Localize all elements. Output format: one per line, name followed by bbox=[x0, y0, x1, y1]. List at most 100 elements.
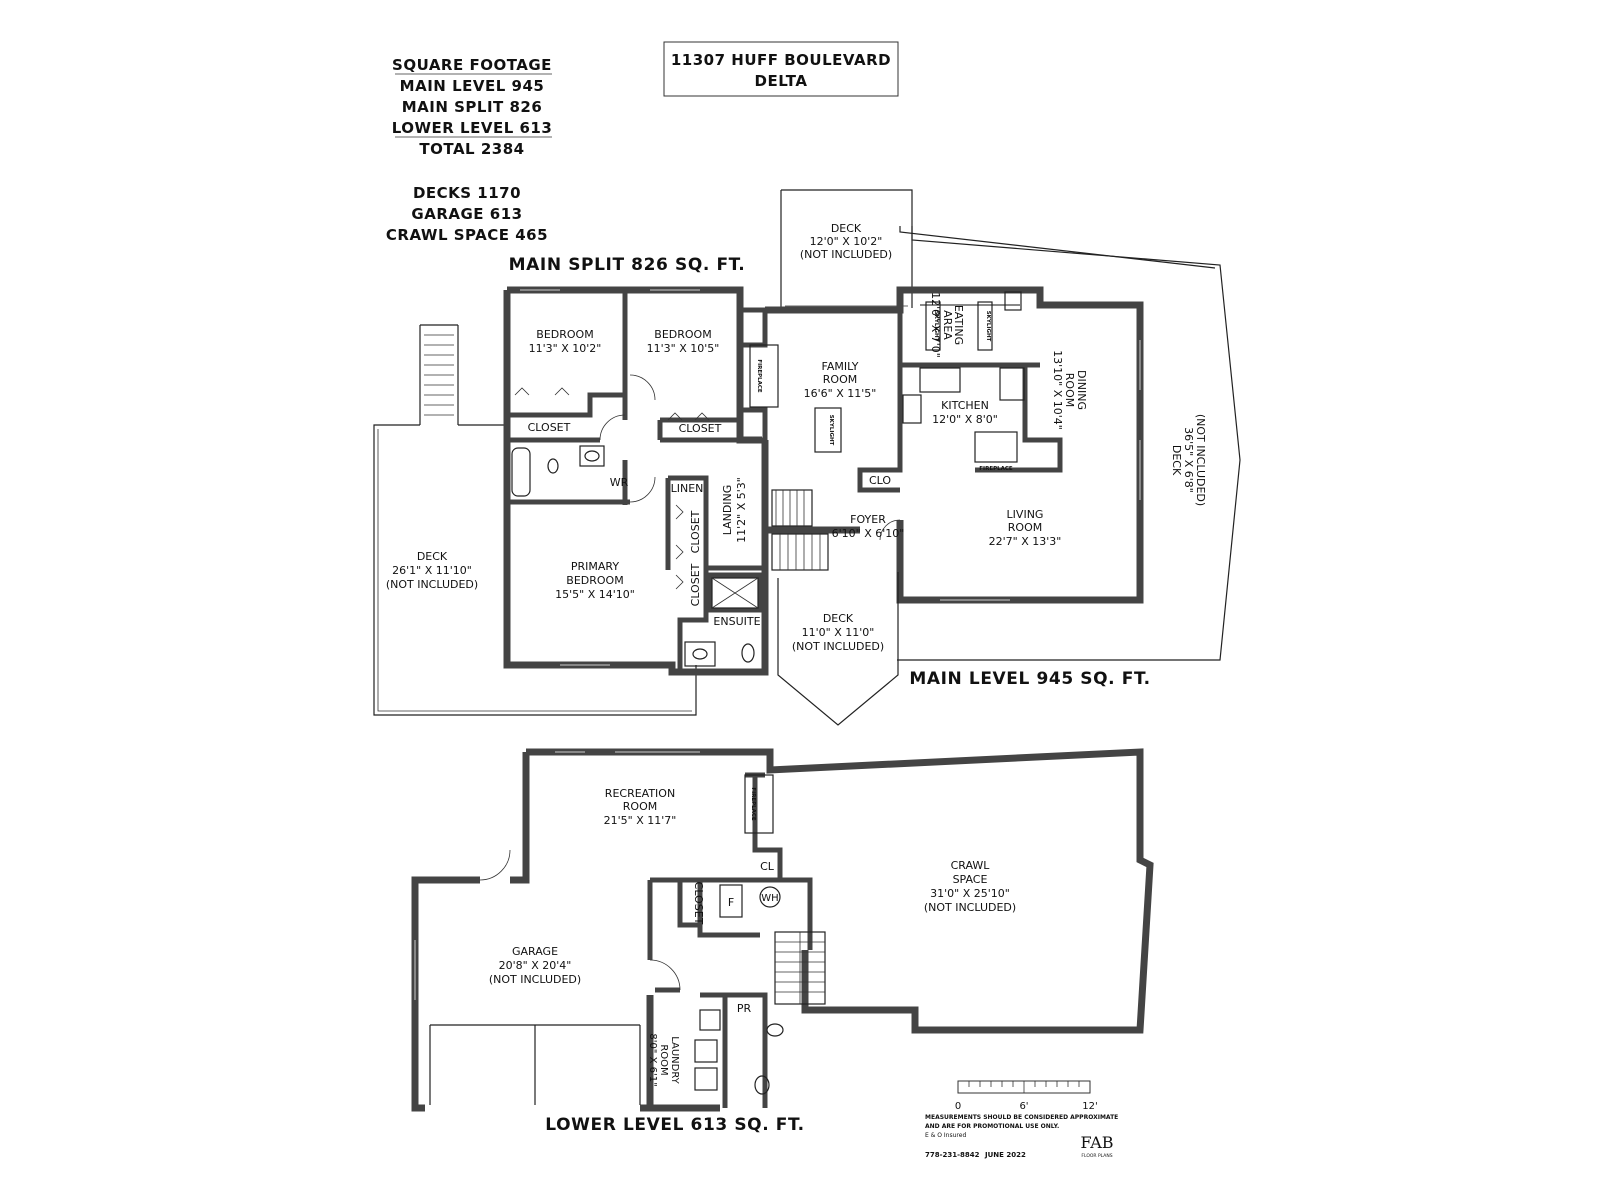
eating-skylight2 bbox=[977, 301, 993, 351]
kitchen-name: KITCHEN bbox=[941, 399, 989, 412]
eating-name2: AREA bbox=[941, 310, 954, 340]
laundry-sink bbox=[699, 1009, 721, 1031]
date-text: JUNE 2022 bbox=[984, 1151, 1026, 1159]
landing-name: LANDING bbox=[721, 485, 734, 536]
decks-sqft: DECKS 1170 bbox=[413, 184, 521, 202]
recreation-size: 21'5" X 11'7" bbox=[604, 814, 677, 827]
door-swings bbox=[599, 374, 656, 503]
closet3-label: CLOSET bbox=[689, 510, 702, 553]
foyer-size: 6'10" X 6'10" bbox=[832, 527, 905, 540]
deck-east-note: (NOT INCLUDED) bbox=[1194, 414, 1207, 506]
dryer bbox=[694, 1067, 718, 1091]
crawl-space-sqft: CRAWL SPACE 465 bbox=[386, 226, 548, 244]
laundry-door-swing bbox=[649, 959, 681, 991]
eating-skylight1 bbox=[925, 301, 941, 351]
square-footage-heading: SQUARE FOOTAGE bbox=[392, 56, 552, 74]
main-split-level-title: MAIN SPLIT 826 SQ. FT. bbox=[509, 255, 746, 275]
ensuite-vanity bbox=[684, 641, 716, 667]
fab-logo-sub: FLOOR PLANS bbox=[1081, 1153, 1112, 1159]
scale-end: 12' bbox=[1082, 1101, 1097, 1112]
skylight-label: SKYLIGHT bbox=[828, 415, 834, 446]
front-door-swing bbox=[879, 519, 901, 541]
scale-mid: 6' bbox=[1019, 1101, 1028, 1112]
living-fireplace bbox=[974, 431, 1018, 463]
family-name2: ROOM bbox=[823, 373, 857, 386]
laundry-size: 8'0" X 6'1" bbox=[647, 1033, 658, 1086]
north-deck: DECK 12'0" X 10'2" (NOT INCLUDED) bbox=[780, 189, 913, 308]
bedroom2-size: 11'3" X 10'5" bbox=[647, 342, 720, 355]
eating-size: 12'0" X 7'0" bbox=[929, 292, 942, 358]
west-deck: DECK 26'1" X 11'10" (NOT INCLUDED) bbox=[373, 324, 697, 716]
square-footage-summary: SQUARE FOOTAGE MAIN LEVEL 945 MAIN SPLIT… bbox=[392, 56, 552, 158]
deck-outline bbox=[373, 424, 697, 716]
garage-door-swing bbox=[479, 849, 511, 881]
deck-west-size: 26'1" X 11'10" bbox=[392, 564, 472, 577]
fridge bbox=[999, 367, 1025, 401]
main-split-sqft: MAIN SPLIT 826 bbox=[402, 98, 543, 116]
cl-label: CL bbox=[760, 860, 775, 873]
main-level-labels: FAMILY ROOM 16'6" X 11'5" CLO FOYER 6'10… bbox=[804, 292, 1088, 548]
bathtub bbox=[511, 447, 531, 497]
toilet bbox=[547, 458, 559, 474]
deck-north-size: 12'0" X 10'2" bbox=[810, 235, 883, 248]
range bbox=[902, 394, 922, 424]
closet-doors-primary bbox=[675, 504, 684, 590]
linen-label: LINEN bbox=[671, 482, 704, 495]
bedroom1-name: BEDROOM bbox=[536, 328, 593, 341]
furnace bbox=[719, 884, 743, 918]
dining-size: 13'10" X 10'4" bbox=[1051, 350, 1064, 430]
closet4-label: CLOSET bbox=[689, 563, 702, 606]
deck-south-note: (NOT INCLUDED) bbox=[792, 640, 884, 653]
clo-label: CLO bbox=[869, 474, 891, 487]
lower-level-walls bbox=[411, 748, 1154, 1112]
living-size: 22'7" X 13'3" bbox=[989, 535, 1062, 548]
phone-text: 778-231-8842 bbox=[925, 1151, 980, 1159]
ensuite-toilet bbox=[741, 643, 755, 663]
eating-name1: EATING bbox=[952, 305, 965, 345]
recreation-name2: ROOM bbox=[623, 800, 657, 813]
fixtures-main-split bbox=[511, 374, 759, 667]
closet-doors bbox=[514, 387, 710, 421]
fixtures-main: FIREPLACE SKYLIGHT SKYLIGHT SKYLIGHT FIR… bbox=[749, 291, 1025, 541]
windows-main-split bbox=[520, 289, 700, 666]
garage-doors bbox=[429, 1024, 641, 1105]
family-name1: FAMILY bbox=[822, 360, 859, 373]
deck-west-note: (NOT INCLUDED) bbox=[386, 578, 478, 591]
vanity bbox=[579, 445, 605, 467]
exterior-stair bbox=[419, 324, 459, 425]
primary-size: 15'5" X 14'10" bbox=[555, 588, 635, 601]
disclaimer-line1: MEASUREMENTS SHOULD BE CONSIDERED APPROX… bbox=[925, 1114, 1118, 1121]
insured-text: E & O Insured bbox=[925, 1132, 966, 1139]
main-level-sqft: MAIN LEVEL 945 bbox=[400, 77, 545, 95]
fab-logo: FAB bbox=[1080, 1133, 1113, 1152]
crawl-note: (NOT INCLUDED) bbox=[924, 901, 1016, 914]
shower bbox=[711, 577, 759, 609]
lower-level-labels: RECREATION ROOM 21'5" X 11'7" CL CLOSET … bbox=[489, 787, 1016, 1087]
lower-level-title: LOWER LEVEL 613 SQ. FT. bbox=[545, 1115, 804, 1135]
crawl-size: 31'0" X 25'10" bbox=[930, 887, 1010, 900]
deck-east-name: DECK bbox=[1170, 445, 1183, 476]
water-heater-label: WH bbox=[761, 893, 778, 904]
address-frame bbox=[663, 41, 899, 97]
garage-note: (NOT INCLUDED) bbox=[489, 973, 581, 986]
family-size: 16'6" X 11'5" bbox=[804, 387, 877, 400]
laundry-name2: ROOM bbox=[658, 1044, 669, 1075]
laundry-name1: LAUNDRY bbox=[669, 1036, 680, 1084]
deck-inner-line bbox=[377, 429, 692, 712]
family-fireplace bbox=[749, 344, 779, 408]
fixtures-lower: FIREPLACE bbox=[479, 774, 826, 1095]
fireplace-label: FIREPLACE bbox=[979, 466, 1013, 472]
primary-name2: BEDROOM bbox=[566, 574, 623, 587]
fireplace-label: FIREPLACE bbox=[756, 359, 762, 393]
sink bbox=[584, 450, 600, 462]
disclaimer-line2: AND ARE FOR PROMOTIONAL USE ONLY. bbox=[925, 1123, 1059, 1130]
footer: MEASUREMENTS SHOULD BE CONSIDERED APPROX… bbox=[925, 1114, 1118, 1159]
crawl-name1: CRAWL bbox=[951, 859, 991, 872]
living-name2: ROOM bbox=[1008, 521, 1042, 534]
wr-label: WR bbox=[610, 476, 629, 489]
kitchen-sink bbox=[919, 367, 961, 393]
deck-north-note: (NOT INCLUDED) bbox=[800, 248, 892, 261]
landing-size: 11'2" X 5'3" bbox=[735, 477, 748, 543]
garage-size: 20'8" X 20'4" bbox=[499, 959, 572, 972]
